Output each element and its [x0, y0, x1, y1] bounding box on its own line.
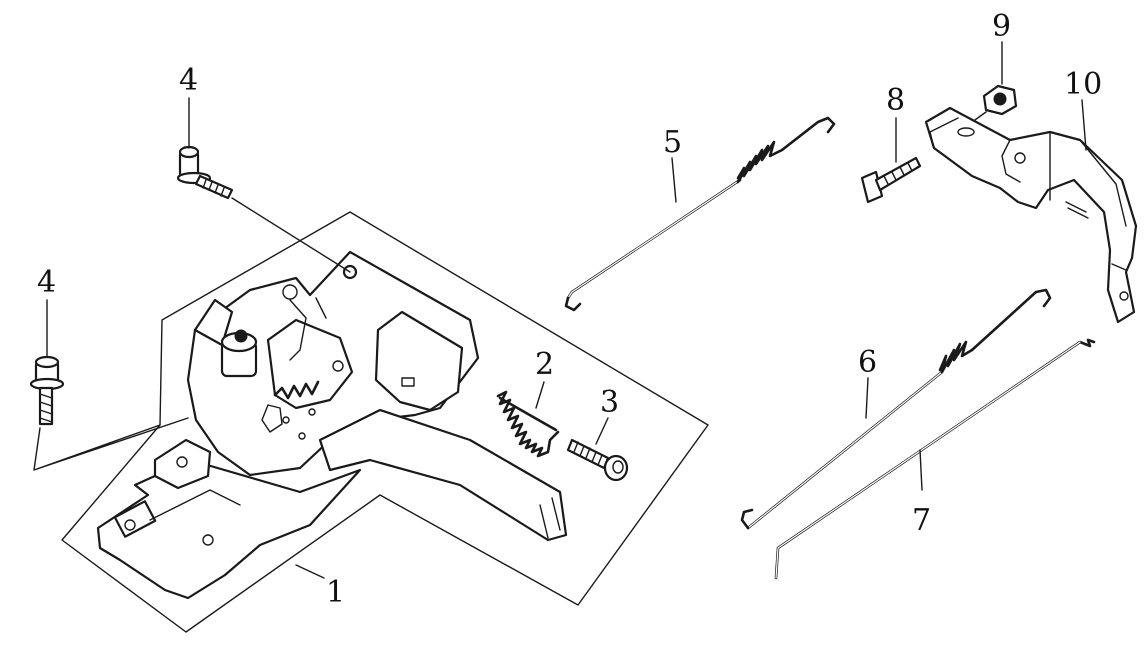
callout-2: 2	[535, 347, 554, 382]
part-4-flange-bolt-left	[29, 355, 65, 426]
leader-line-2	[535, 381, 545, 409]
callout-4-upper: 4	[179, 63, 198, 98]
part-2-spring	[496, 390, 560, 458]
leader-line-5	[671, 157, 677, 203]
callout-3: 3	[600, 385, 619, 420]
callout-9: 9	[992, 9, 1011, 44]
callout-1: 1	[326, 575, 345, 610]
part-4-flange-bolt-upper	[176, 145, 234, 200]
part-3-screw	[566, 438, 629, 482]
callout-10: 10	[1064, 67, 1102, 102]
assembly-boundary	[61, 211, 709, 633]
part-1-control-bracket	[96, 250, 568, 600]
callout-7: 7	[912, 503, 931, 538]
callout-6: 6	[858, 345, 877, 380]
part-6-spring-rod	[740, 288, 1052, 530]
part-5-spring-rod	[564, 116, 836, 312]
callout-8: 8	[886, 83, 905, 118]
part-7-rod	[774, 338, 1096, 580]
part-10-lever-bracket	[924, 106, 1138, 324]
leader-line-7	[919, 449, 923, 491]
bolt-alignment-line	[231, 197, 351, 273]
leader-line-3	[595, 417, 609, 445]
leader-line-6	[865, 377, 869, 419]
callout-5: 5	[663, 125, 682, 160]
part-8-bolt	[860, 156, 922, 204]
leader-line-10	[1081, 99, 1087, 151]
bolt-target-lines	[33, 417, 189, 471]
callout-4-left: 4	[37, 265, 56, 300]
part-9-nut	[982, 84, 1018, 116]
leader-line-1	[295, 564, 325, 579]
